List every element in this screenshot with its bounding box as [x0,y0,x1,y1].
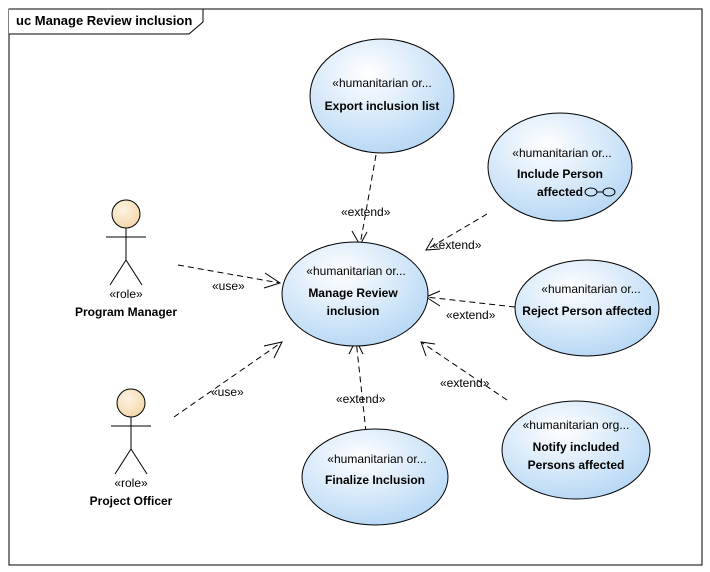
usecase-include-person-affected[interactable]: «humanitarian or... Include Person affec… [487,112,633,222]
usecase-manage-review-inclusion[interactable]: «humanitarian or... Manage Review inclus… [281,241,429,347]
usecase-export-inclusion-list[interactable]: «humanitarian or... Export inclusion lis… [309,38,455,154]
reject-extend-line [425,296,516,308]
po-use-arrowhead [263,341,283,359]
export-extend-line [359,154,377,246]
export-extend-label: «extend» [341,205,391,219]
actor-stereotype: «role» [109,287,143,301]
usecase-name-line-1: Include Person [517,167,603,181]
pm-use-label: «use» [212,279,245,293]
include-extend-label: «extend» [432,238,482,252]
usecase-name: Reject Person affected [522,304,651,318]
notify-extend-arrowhead [420,341,436,357]
usecase-name: Export inclusion list [325,99,440,113]
notify-extend-label: «extend» [440,376,490,390]
usecase-name-line-1: Notify included [533,440,620,454]
actor-name: Program Manager [75,305,177,319]
reject-extend-label: «extend» [446,308,496,322]
usecase-stereotype: «humanitarian or... [332,76,431,90]
notify-extend-line [420,341,508,401]
finalize-extend-line [355,339,367,433]
actor-name: Project Officer [90,494,173,508]
actor-project-officer[interactable]: «role» Project Officer [90,388,173,508]
composite-link-icon [584,187,616,197]
usecase-name-line-1: Manage Review [308,286,398,300]
actor-stick-figure-icon [111,388,151,475]
usecase-stereotype: «humanitarian or... [306,264,405,278]
usecase-stereotype: «humanitarian or... [512,146,611,160]
usecase-stereotype: «humanitarian or... [541,282,640,296]
po-use-label: «use» [211,385,244,399]
actor-stereotype: «role» [114,476,148,490]
actor-program-manager[interactable]: «role» Program Manager [75,199,177,319]
usecase-stereotype: «humanitarian or... [327,452,426,466]
finalize-extend-label: «extend» [336,392,386,406]
pm-use-line [177,264,281,284]
include-extend-line [425,213,488,251]
actor-stick-figure-icon [106,199,146,286]
pm-use-arrowhead [263,272,282,289]
usecase-finalize-inclusion[interactable]: «humanitarian or... Finalize Inclusion [301,428,449,526]
usecase-notify-included-persons-affected[interactable]: «humanitarian org... Notify included Per… [501,400,651,500]
usecase-name-line-2: affected [537,185,583,199]
relation-labels: «use» «use» «extend» «extend» «extend» «… [211,205,496,406]
usecase-stereotype: «humanitarian org... [523,418,630,432]
relations [173,154,516,433]
include-extend-arrowhead [425,237,441,251]
po-use-line [173,341,283,418]
usecase-reject-person-affected[interactable]: «humanitarian or... Reject Person affect… [514,259,660,357]
frame-title: uc Manage Review inclusion [16,13,192,28]
usecase-name-line-2: Persons affected [528,458,625,472]
usecase-name-line-2: inclusion [327,304,380,318]
usecase-name: Finalize Inclusion [325,473,425,487]
